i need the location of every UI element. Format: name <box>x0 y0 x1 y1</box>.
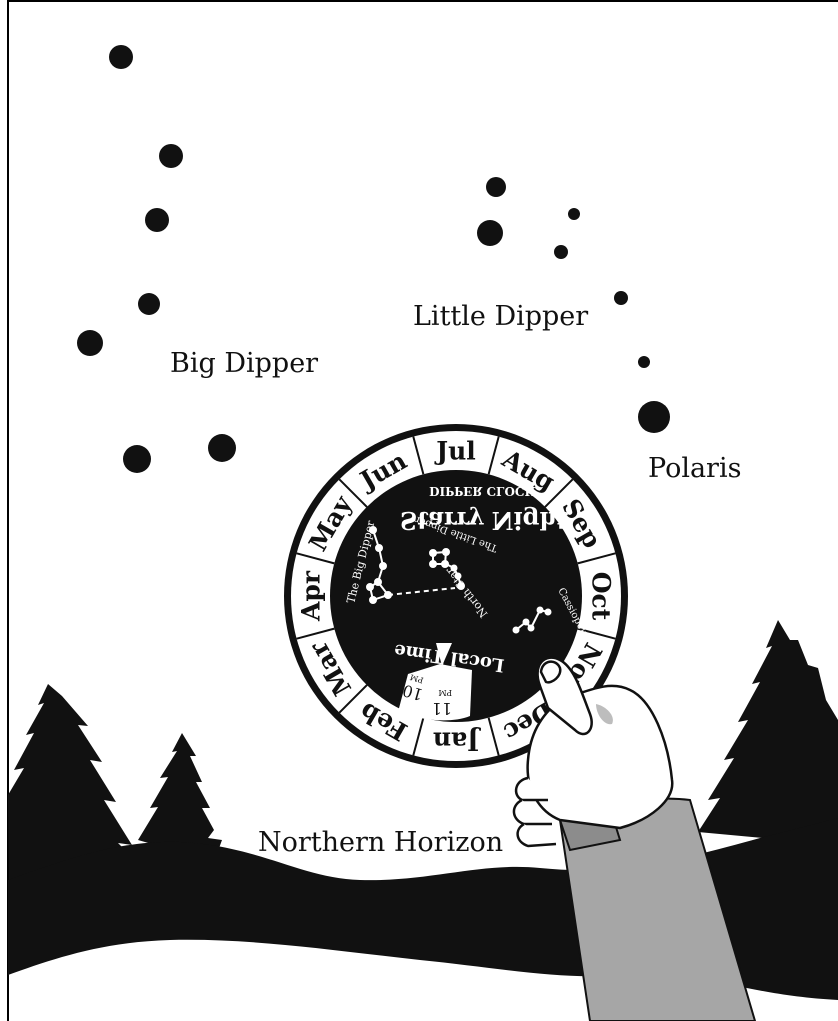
big-dipper-star <box>159 144 183 168</box>
dial-title: Starry Night <box>400 506 568 535</box>
dial-cassiopeia <box>512 606 552 634</box>
month-divider <box>577 552 616 565</box>
little-dipper-star <box>477 220 503 246</box>
polaris-star <box>638 401 670 433</box>
tree-right-large <box>698 620 838 845</box>
month-label: Jan <box>433 727 481 756</box>
little-dipper-star <box>568 208 580 220</box>
tree-left-small <box>138 733 222 862</box>
big-dipper-star <box>138 293 160 315</box>
dial-little-dipper <box>429 548 465 590</box>
hour-11-pm: PM <box>438 688 452 697</box>
tree-silhouettes-right <box>698 620 838 845</box>
big-dipper-star <box>109 45 133 69</box>
month-divider <box>338 478 368 508</box>
polaris-label: Polaris <box>648 453 741 484</box>
hand <box>512 656 674 848</box>
month-label: Oct <box>587 572 616 621</box>
little-dipper-star <box>638 356 650 368</box>
tree-silhouettes-left <box>8 684 222 900</box>
month-divider <box>296 552 335 565</box>
little-dipper-star <box>614 291 628 305</box>
month-label: Jul <box>434 437 476 466</box>
northern-horizon-label: Northern Horizon <box>258 827 503 858</box>
dial-subtitle: DIPPER CLOCK <box>429 484 535 498</box>
big-dipper-star <box>77 330 103 356</box>
hour-11: 11 <box>432 699 452 718</box>
little-dipper-star <box>554 245 568 259</box>
little-dipper-star <box>486 177 506 197</box>
illustration-frame <box>7 0 838 1021</box>
thumbnail <box>539 660 562 684</box>
big-dipper-stars <box>77 45 236 473</box>
month-divider <box>338 684 368 714</box>
month-divider <box>487 717 500 756</box>
big-dipper-label: Big Dipper <box>170 348 318 379</box>
hour-window <box>398 664 472 721</box>
big-dipper-star <box>145 208 169 232</box>
little-dipper-stars <box>477 177 670 433</box>
month-divider <box>544 478 574 508</box>
big-dipper-star <box>208 434 236 462</box>
hour-10-pm: PM <box>409 672 425 684</box>
little-dipper-label: Little Dipper <box>413 301 588 332</box>
time-pointer <box>436 643 452 666</box>
month-divider <box>412 436 425 475</box>
hand-shadow <box>596 704 613 725</box>
tree-left-large <box>8 684 150 900</box>
month-divider <box>296 627 335 640</box>
month-label: Apr <box>297 570 326 622</box>
big-dipper-star <box>123 445 151 473</box>
dial-big-dipper <box>366 526 456 604</box>
month-divider <box>487 436 500 475</box>
hour-10: 10 <box>400 681 425 705</box>
hand-finger <box>516 822 557 848</box>
month-divider <box>412 717 425 756</box>
month-divider <box>577 627 616 640</box>
